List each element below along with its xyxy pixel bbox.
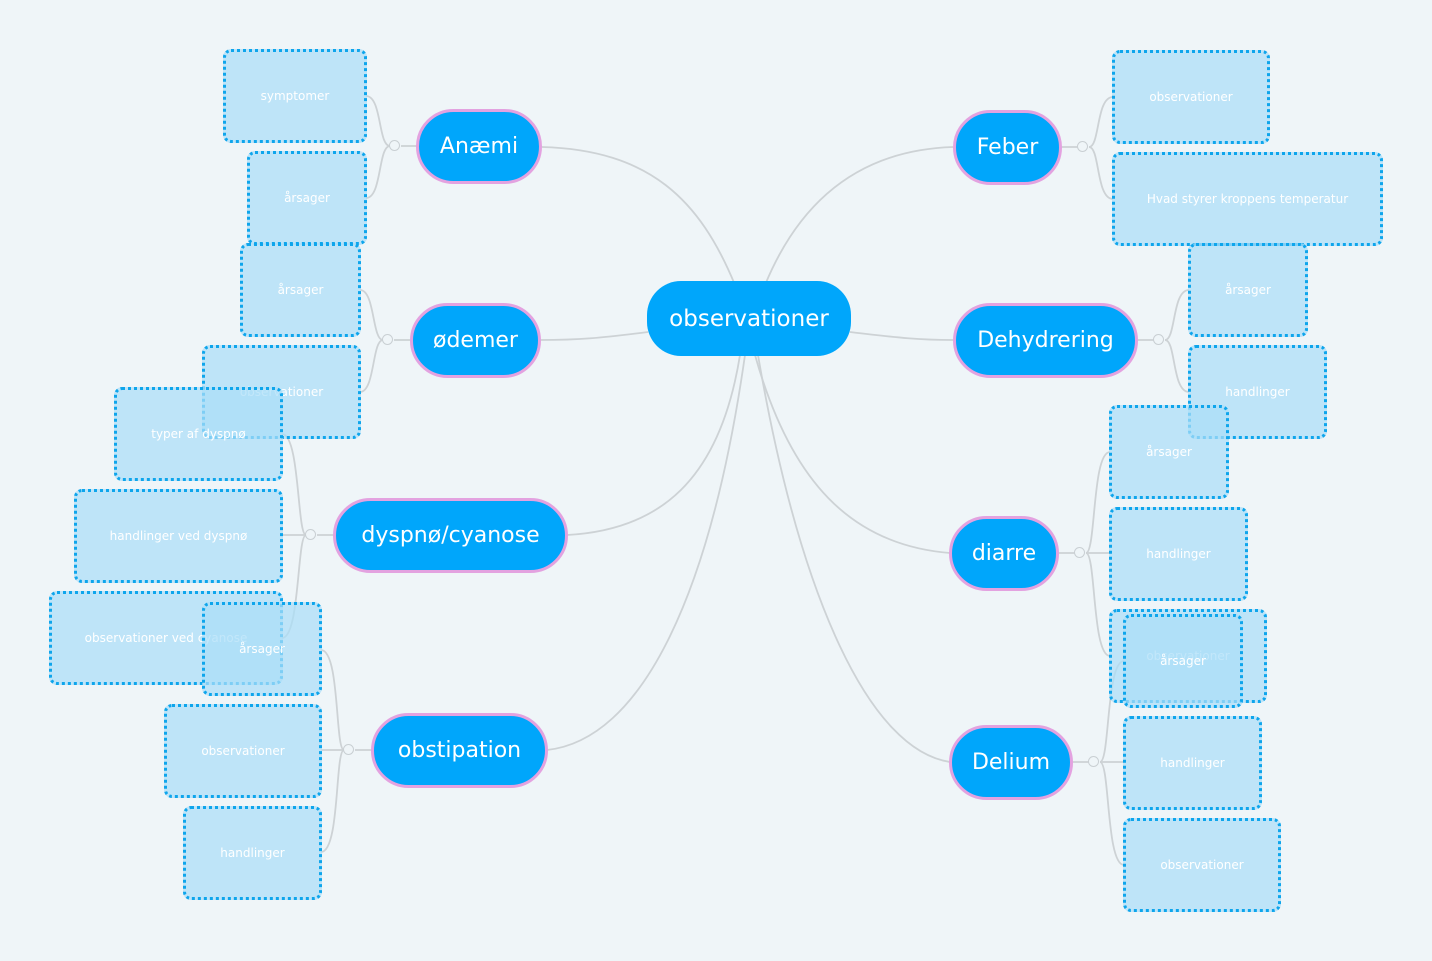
topic-obstipation[interactable]: obstipation xyxy=(371,713,548,788)
subtopic-card[interactable]: årsager xyxy=(1123,614,1243,708)
topic-dyspnoe-cyanose[interactable]: dyspnø/cyanose xyxy=(333,498,568,573)
subtopic-card[interactable]: handlinger xyxy=(1188,345,1327,439)
subtopic-card[interactable]: årsager xyxy=(202,602,322,696)
branch-connector[interactable] xyxy=(1077,141,1088,152)
subtopic-card[interactable]: handlinger xyxy=(1109,507,1248,601)
topic-diarre[interactable]: diarre xyxy=(949,516,1059,591)
branch-connector[interactable] xyxy=(343,744,354,755)
subtopic-card[interactable]: observationer xyxy=(1112,50,1270,144)
subtopic-card[interactable]: handlinger xyxy=(1123,716,1262,810)
branch-connector[interactable] xyxy=(382,334,393,345)
subtopic-card[interactable]: handlinger xyxy=(183,806,322,900)
subtopic-card[interactable]: årsager xyxy=(247,151,367,245)
topic-delium[interactable]: Delium xyxy=(949,725,1073,800)
subtopic-card[interactable]: symptomer xyxy=(223,49,367,143)
subtopic-card[interactable]: handlinger ved dyspnø xyxy=(74,489,283,583)
branch-connector[interactable] xyxy=(389,140,400,151)
central-topic[interactable]: observationer xyxy=(647,281,851,356)
topic-dehydrering[interactable]: Dehydrering xyxy=(953,303,1138,378)
topic-oedemer[interactable]: ødemer xyxy=(410,303,541,378)
subtopic-card[interactable]: typer af dyspnø xyxy=(114,387,283,481)
branch-connector[interactable] xyxy=(1153,334,1164,345)
topic-feber[interactable]: Feber xyxy=(953,110,1062,185)
subtopic-card[interactable]: årsager xyxy=(240,243,361,337)
branch-connector[interactable] xyxy=(305,529,316,540)
branch-connector[interactable] xyxy=(1088,756,1099,767)
subtopic-card[interactable]: årsager xyxy=(1188,243,1308,337)
subtopic-card[interactable]: observationer xyxy=(1123,818,1281,912)
subtopic-card[interactable]: observationer xyxy=(164,704,322,798)
topic-anaemi[interactable]: Anæmi xyxy=(416,109,542,184)
branch-connector[interactable] xyxy=(1074,547,1085,558)
subtopic-card[interactable]: Hvad styrer kroppens temperatur xyxy=(1112,152,1383,246)
subtopic-card[interactable]: årsager xyxy=(1109,405,1229,499)
